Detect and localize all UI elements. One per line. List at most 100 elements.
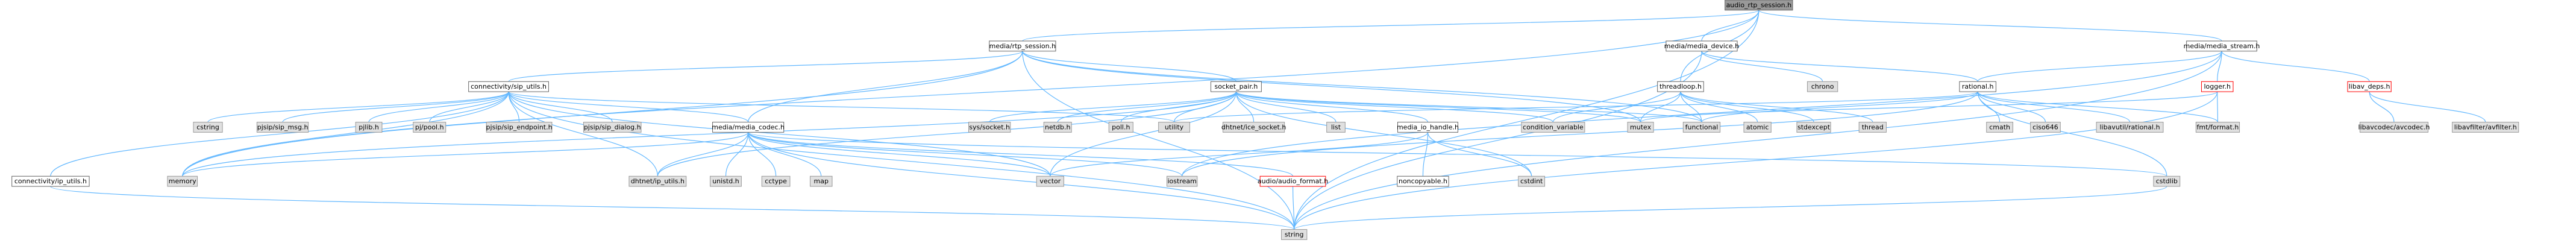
node-label: media_io_handle.h <box>1397 123 1459 131</box>
node-logger[interactable]: logger.h <box>2201 81 2234 92</box>
node-rational[interactable]: rational.h <box>1959 81 1996 92</box>
node-netdb[interactable]: netdb.h <box>1043 122 1072 133</box>
edge-media_codec-to-audio_format <box>748 131 1294 177</box>
node-cmath[interactable]: cmath <box>1986 122 2013 133</box>
node-root[interactable]: audio_rtp_session.h <box>1725 0 1793 11</box>
edge-socket_pair-to-netdb <box>1057 91 1237 122</box>
node-pjlib[interactable]: pjlib.h <box>355 122 383 133</box>
node-box <box>1036 175 1064 187</box>
edge-socket_pair-to-dht_ip_utils <box>657 92 1237 177</box>
node-stdexcept[interactable]: stdexcept <box>1796 122 1831 133</box>
node-socket-pair[interactable]: socket_pair.h <box>1210 81 1262 92</box>
node-label: chrono <box>1811 83 1834 90</box>
node-cstdlib[interactable]: cstdlib <box>2153 175 2181 187</box>
node-string[interactable]: string <box>1281 229 1308 240</box>
node-cstring[interactable]: cstring <box>193 122 223 133</box>
edge-media_io_handle-to-cstdint <box>1427 132 1532 177</box>
edge-ip_utils-to-string <box>50 186 1295 230</box>
node-box <box>193 122 223 133</box>
edge-socket_pair-to-list <box>1235 91 1337 122</box>
node-chrono[interactable]: chrono <box>1807 81 1838 92</box>
node-functional[interactable]: functional <box>1682 122 1721 133</box>
edge-sip_utils-to-media_codec <box>508 91 749 122</box>
node-label: pjsip/sip_msg.h <box>257 123 309 131</box>
node-box <box>1807 81 1838 92</box>
edge-root-to-rtp_session <box>1022 10 1760 42</box>
edge-media_device-to-rational <box>1701 51 1978 82</box>
edge-socket_pair-to-functional <box>1235 91 1702 123</box>
node-label: cstdint <box>1520 177 1543 185</box>
edge-socket_pair-to-cstdint <box>1235 92 1532 177</box>
edge-rational-to-functional <box>1701 91 1978 123</box>
node-vector[interactable]: vector <box>1036 175 1064 187</box>
node-condition-variable[interactable]: condition_variable <box>1521 122 1585 133</box>
node-pj-pool[interactable]: pj/pool.h <box>413 122 447 133</box>
edge-media_device-to-string <box>1294 51 1702 230</box>
node-label: utility <box>1165 123 1184 131</box>
node-label: fmt/format.h <box>2197 123 2239 131</box>
node-box <box>486 122 553 133</box>
node-utility[interactable]: utility <box>1158 122 1190 133</box>
node-media-io-handle[interactable]: media_io_handle.h <box>1397 122 1459 133</box>
node-audio-format[interactable]: audio/audio_format.h <box>1258 175 1328 187</box>
node-ip-utils[interactable]: connectivity/ip_utils.h <box>11 175 90 187</box>
node-media-stream[interactable]: media/media_stream.h <box>2184 40 2260 52</box>
node-pjsip-endpoint[interactable]: pjsip/sip_endpoint.h <box>486 122 553 133</box>
node-libavfilter[interactable]: libavfilter/avfilter.h <box>2452 122 2519 133</box>
node-rtp-session[interactable]: media/rtp_session.h <box>989 40 1056 52</box>
node-label: dhtnet/ip_utils.h <box>631 177 685 185</box>
node-pjsip-dialog[interactable]: pjsip/sip_dialog.h <box>583 122 642 133</box>
node-label: cmath <box>1989 123 2010 131</box>
node-box <box>1743 122 1772 133</box>
edge-root-to-string <box>1294 10 1760 230</box>
edge-socket_pair-to-condition_variable <box>1235 91 1553 123</box>
node-map[interactable]: map <box>810 175 833 187</box>
node-threadloop[interactable]: threadloop.h <box>1657 81 1704 92</box>
node-dht-ip-utils[interactable]: dhtnet/ip_utils.h <box>628 175 687 187</box>
node-label: mutex <box>1630 123 1652 131</box>
edge-sip_utils-to-vector <box>508 92 1051 177</box>
node-sys-socket[interactable]: sys/socket.h <box>968 122 1011 133</box>
edge-media_codec-to-iostream <box>748 132 1183 177</box>
node-poll[interactable]: poll.h <box>1108 122 1133 133</box>
node-memory[interactable]: memory <box>167 175 198 187</box>
node-cctype[interactable]: cctype <box>761 175 791 187</box>
edge-threadloop-to-thread <box>1680 91 1873 122</box>
edge-media_stream-to-string <box>1294 51 2222 230</box>
node-noncopyable[interactable]: noncopyable.h <box>1397 175 1449 187</box>
edge-threadloop-to-stdexcept <box>1680 91 1814 122</box>
edge-socket_pair-to-media_io_handle <box>1235 91 1429 122</box>
node-libavcodec[interactable]: libavcodec/avcodec.h <box>2358 122 2430 133</box>
node-label: functional <box>1685 123 1719 131</box>
node-media-device[interactable]: media/media_device.h <box>1664 40 1739 52</box>
edge-rtp_session-to-socket_pair <box>1022 51 1237 82</box>
edge-rational-to-cstdlib <box>1977 92 2167 177</box>
node-pjsip-msg[interactable]: pjsip/sip_msg.h <box>256 122 309 133</box>
node-box <box>2195 122 2240 133</box>
node-iostream[interactable]: iostream <box>1167 175 1198 187</box>
node-thread[interactable]: thread <box>1858 122 1887 133</box>
node-libavutil-rational[interactable]: libavutil/rational.h <box>2096 122 2164 133</box>
node-ice-socket[interactable]: dhtnet/ice_socket.h <box>1221 122 1286 133</box>
node-label: stdexcept <box>1797 123 1831 131</box>
node-list[interactable]: list <box>1326 122 1346 133</box>
node-ciso646[interactable]: ciso646 <box>2030 122 2061 133</box>
node-box <box>355 122 383 133</box>
node-label: atomic <box>1746 123 1769 131</box>
node-unistd[interactable]: unistd.h <box>710 175 742 187</box>
node-libav-deps[interactable]: libav_deps.h <box>2347 81 2392 92</box>
edge-socket_pair-to-mutex <box>1235 91 1641 123</box>
node-media-codec[interactable]: media/media_codec.h <box>712 122 785 133</box>
node-sip-utils[interactable]: connectivity/sip_utils.h <box>468 81 549 92</box>
node-mutex[interactable]: mutex <box>1627 122 1654 133</box>
edge-audio_format-to-string <box>1292 186 1295 230</box>
node-label: cctype <box>765 177 787 185</box>
node-fmt-format[interactable]: fmt/format.h <box>2195 122 2240 133</box>
edge-media_device-to-chrono <box>1701 51 1823 82</box>
node-atomic[interactable]: atomic <box>1743 122 1772 133</box>
node-cstdint[interactable]: cstdint <box>1518 175 1546 187</box>
node-box <box>1682 122 1721 133</box>
node-label: rational.h <box>1962 83 1994 90</box>
